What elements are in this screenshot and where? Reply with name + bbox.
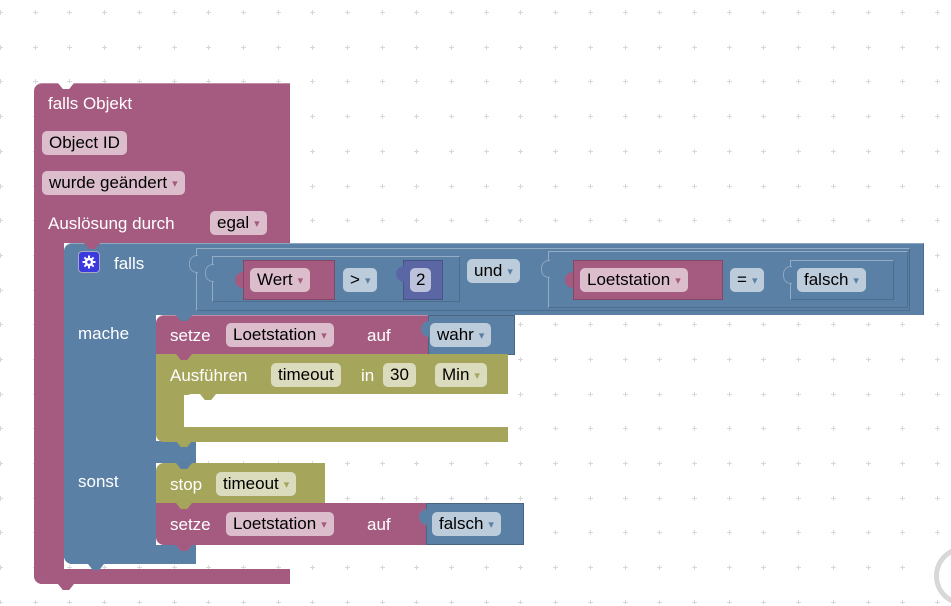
condition-dropdown[interactable]: wurde geändert ▾ — [42, 171, 185, 195]
dropdown-arrow-icon: ▾ — [675, 275, 681, 287]
stop-timeout-dropdown[interactable]: timeout ▾ — [216, 472, 297, 496]
variable-dropdown[interactable]: Loetstation ▾ — [226, 323, 334, 347]
operator-value: > — [350, 270, 360, 289]
timeout-in-label: in — [361, 366, 375, 385]
dropdown-arrow-icon: ▾ — [853, 275, 859, 287]
variable-dropdown[interactable]: Loetstation ▾ — [226, 512, 334, 536]
timeout-delay-field[interactable]: 30 — [383, 363, 416, 387]
gear-icon — [82, 255, 96, 269]
trigger-dropdown[interactable]: egal ▾ — [210, 211, 267, 235]
boolean-dropdown[interactable]: wahr ▾ — [430, 323, 492, 347]
dropdown-arrow-icon: ▾ — [254, 218, 260, 230]
timeout-unit-value: Min — [442, 365, 470, 384]
boolean-value: falsch — [804, 270, 849, 289]
variable-name: Loetstation — [587, 270, 671, 289]
number-field[interactable]: 2 — [410, 268, 432, 292]
timeout-label: Ausführen — [170, 366, 248, 385]
condition-dropdown-value: wurde geändert — [49, 173, 168, 192]
logic-operator-value: und — [474, 261, 503, 280]
dropdown-arrow-icon: ▾ — [478, 330, 485, 342]
trigger-title: falls Objekt — [48, 94, 133, 113]
dropdown-arrow-icon: ▾ — [321, 519, 327, 531]
compare-operator-dropdown[interactable]: =▾ — [730, 268, 765, 292]
stop-timeout-value: timeout — [223, 474, 279, 493]
dropdown-arrow-icon: ▾ — [297, 275, 304, 287]
compare-operator-dropdown[interactable]: >▾ — [343, 268, 378, 292]
boolean-dropdown[interactable]: falsch ▾ — [797, 268, 866, 292]
dropdown-arrow-icon: ▾ — [751, 275, 758, 287]
set-prefix: setze — [170, 326, 211, 345]
zoom-reset-control[interactable] — [934, 546, 951, 606]
trigger-dropdown-value: egal — [217, 213, 250, 232]
mutator-gear-button[interactable] — [78, 251, 100, 273]
timeout-name-field[interactable]: timeout — [271, 363, 341, 387]
variable-name: Loetstation — [233, 514, 317, 533]
variable-name: Loetstation — [233, 325, 317, 344]
stop-label: stop — [170, 475, 203, 494]
dropdown-arrow-icon: ▾ — [488, 519, 494, 531]
else-label: sonst — [78, 472, 119, 491]
variable-name: Wert — [257, 270, 293, 289]
dropdown-arrow-icon: ▾ — [321, 330, 327, 342]
variable-dropdown-wert[interactable]: Wert ▾ — [250, 268, 311, 292]
do-label: mache — [78, 324, 130, 343]
set-prefix: setze — [170, 515, 211, 534]
if-label: falls — [114, 254, 145, 273]
dropdown-arrow-icon: ▾ — [172, 178, 178, 190]
logic-operator-dropdown[interactable]: und ▾ — [467, 259, 520, 283]
dropdown-arrow-icon: ▾ — [283, 479, 290, 491]
dropdown-arrow-icon: ▾ — [507, 266, 513, 278]
timeout-unit-dropdown[interactable]: Min ▾ — [435, 363, 487, 387]
object-id-field[interactable]: Object ID — [42, 131, 127, 155]
boolean-value: falsch — [439, 514, 484, 533]
boolean-value: wahr — [437, 325, 474, 344]
boolean-dropdown[interactable]: falsch ▾ — [432, 512, 501, 536]
set-to-label: auf — [367, 515, 391, 534]
trigger-label: Auslösung durch — [48, 214, 175, 233]
operator-value: = — [737, 270, 747, 289]
set-to-label: auf — [367, 326, 391, 345]
variable-dropdown-loetstation[interactable]: Loetstation ▾ — [580, 268, 688, 292]
statement-slot[interactable] — [184, 394, 508, 427]
dropdown-arrow-icon: ▾ — [364, 275, 371, 287]
dropdown-arrow-icon: ▾ — [474, 370, 480, 382]
